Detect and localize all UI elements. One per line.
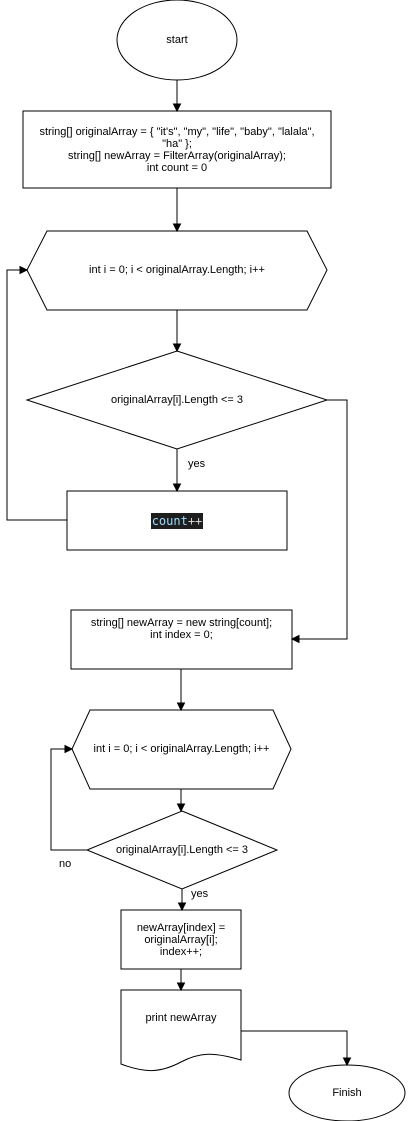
edge-cond1-no <box>299 399 348 640</box>
arrowhead-alloc <box>290 634 300 644</box>
alloc-label: string[] newArray = new string[count]; i… <box>90 617 273 641</box>
edge-label-yes-1: yes <box>188 458 206 470</box>
edge-label-no-2: no <box>59 858 72 870</box>
loop1-label: int i = 0; i < originalArray.Length; i++ <box>89 264 265 276</box>
arrowhead-count <box>172 483 182 493</box>
count-label: count++ <box>67 491 287 550</box>
init-label: string[] originalArray = { "it's", "my",… <box>39 125 315 174</box>
print-document <box>120 989 242 1072</box>
arrowhead-cond2 <box>176 803 186 813</box>
init-process <box>22 110 332 189</box>
arrowhead-assign <box>177 902 187 912</box>
arrowhead-loop2 <box>176 702 186 712</box>
assign-label: newArray[index] = originalArray[i]; inde… <box>136 921 226 958</box>
cond1-label: originalArray[i].Length <= 3 <box>110 394 244 406</box>
count-op: ++ <box>187 513 203 528</box>
count-code-chip: count++ <box>150 512 204 529</box>
alloc-process <box>70 609 293 670</box>
arrowhead-cond1 <box>172 343 182 353</box>
arrowhead-finish <box>342 1057 352 1067</box>
arrowhead-loop1 <box>172 223 182 233</box>
arrowhead-loopback1 <box>19 265 29 275</box>
finish-label: Finish <box>332 1087 362 1099</box>
print-label: print newArray <box>145 1012 217 1024</box>
edge-label-yes-2: yes <box>191 888 209 900</box>
start-label: start <box>166 34 188 46</box>
arrowhead-init <box>172 103 182 113</box>
arrowhead-loopback2 <box>64 744 74 754</box>
edge-print-finish <box>241 1030 348 1058</box>
loop2-label: int i = 0; i < originalArray.Length; i++ <box>93 743 270 755</box>
count-var: count <box>151 513 188 528</box>
edge-count-loopback <box>6 269 67 521</box>
arrowhead-print <box>176 982 186 992</box>
cond2-label: originalArray[i].Length <= 3 <box>115 844 249 856</box>
edge-cond2-no-loopback <box>50 748 87 851</box>
